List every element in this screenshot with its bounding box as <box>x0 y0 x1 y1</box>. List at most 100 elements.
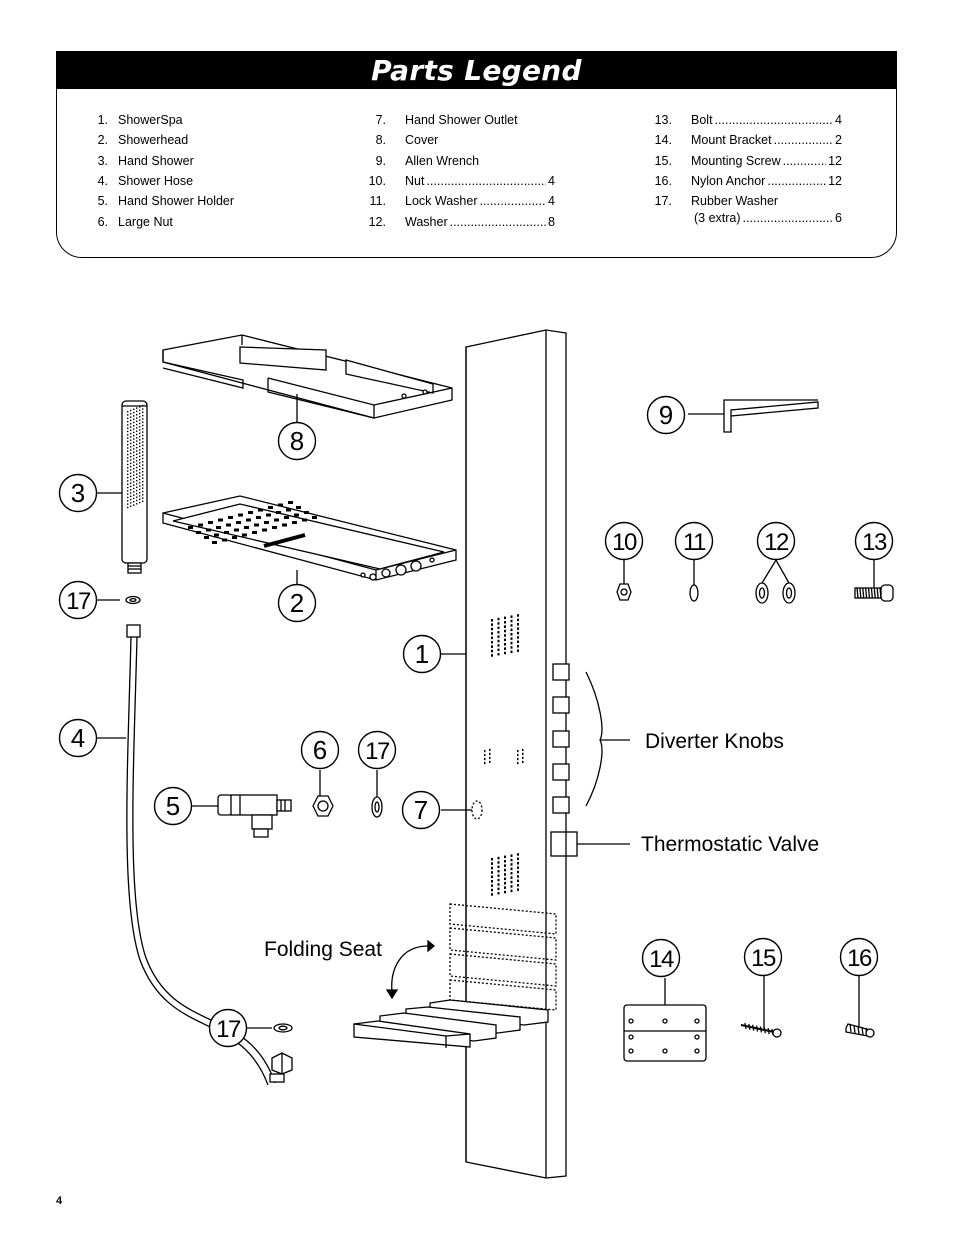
grille-hole <box>522 756 524 759</box>
grille-hole <box>133 461 135 463</box>
showerhead-nozzle <box>304 511 309 514</box>
grille-hole <box>136 414 138 416</box>
svg-text:17: 17 <box>216 1016 241 1043</box>
grille-hole <box>142 421 144 423</box>
grille-hole <box>142 464 144 466</box>
showerhead-nozzle <box>282 523 287 527</box>
grille-hole <box>510 628 513 632</box>
grille-hole <box>136 486 138 488</box>
grille-hole <box>510 872 513 875</box>
grille-hole <box>127 440 129 443</box>
grille-hole <box>517 649 519 652</box>
grille-hole <box>136 463 138 465</box>
grille-hole <box>497 617 500 621</box>
grille-hole <box>133 431 135 434</box>
grille-hole <box>139 465 141 467</box>
grille-hole <box>497 856 500 860</box>
grille-hole <box>510 633 513 636</box>
grille-hole <box>133 464 135 467</box>
grille-hole <box>504 873 506 876</box>
grille-hole <box>510 876 513 879</box>
grille-hole <box>491 641 493 644</box>
showerhead-nozzle <box>196 531 201 534</box>
grille-hole <box>517 618 519 622</box>
svg-text:10: 10 <box>612 529 637 556</box>
grille-hole <box>517 866 519 869</box>
grille-hole <box>139 406 141 408</box>
grille-hole <box>130 452 132 455</box>
grille-hole <box>133 448 135 450</box>
callout-15: 15 <box>743 937 783 977</box>
legend-item-label: Bolt....................................… <box>691 113 842 127</box>
legend-item-number: 7. <box>375 113 386 127</box>
grille-hole <box>133 425 135 427</box>
svg-text:4: 4 <box>71 723 85 753</box>
grille-hole <box>504 890 506 894</box>
grille-hole <box>489 756 491 759</box>
grille-hole <box>497 883 500 886</box>
grille-hole <box>491 884 493 887</box>
legend-item-qty: 4 <box>835 113 842 127</box>
svg-text:2: 2 <box>290 588 304 618</box>
legend-item-number: 14. <box>654 133 672 148</box>
grille-hole <box>130 505 132 507</box>
grille-hole <box>497 648 500 652</box>
grille-hole <box>136 470 138 472</box>
legend-item-label: Washer..................................… <box>405 214 555 229</box>
grille-hole <box>130 469 132 471</box>
shower-hose <box>126 624 293 1086</box>
showerhead-nozzle <box>218 518 223 522</box>
grille-hole <box>136 480 138 482</box>
grille-hole <box>136 496 138 498</box>
grille-hole <box>522 748 524 751</box>
grille-hole <box>133 441 135 443</box>
grille-hole <box>133 487 135 490</box>
grille-hole <box>139 495 141 497</box>
grille-hole <box>139 478 141 481</box>
grille-hole <box>139 429 141 431</box>
svg-text:14: 14 <box>649 946 674 973</box>
legend-title: Parts Legend <box>371 54 582 87</box>
grille-hole <box>127 483 129 485</box>
grille-hole <box>136 420 138 422</box>
showerhead-nozzle <box>238 513 243 517</box>
grille-hole <box>142 494 144 496</box>
legend-item-label: Hand Shower <box>118 153 194 168</box>
grille-hole <box>142 431 144 433</box>
grille-hole <box>127 447 129 449</box>
callout-6: 6 <box>300 730 340 770</box>
callout-12: 12 <box>756 521 796 561</box>
grille-hole <box>136 493 138 495</box>
legend-item-label: Hand Shower Outlet <box>405 113 518 127</box>
grille-hole <box>504 651 506 655</box>
grille-hole <box>130 485 132 488</box>
grille-hole <box>133 471 135 473</box>
grille-hole <box>133 454 135 457</box>
grille-hole <box>127 490 129 492</box>
grille-hole <box>130 479 132 481</box>
grille-hole <box>491 866 493 870</box>
grille-hole <box>139 482 141 484</box>
grille-hole <box>142 454 144 456</box>
showerhead-nozzle <box>276 511 281 514</box>
svg-text:3: 3 <box>71 478 85 508</box>
grille-hole <box>139 432 141 434</box>
grille-hole <box>139 462 141 464</box>
grille-hole <box>127 477 129 479</box>
grille-hole <box>497 887 500 891</box>
showerhead-nozzle <box>222 538 227 542</box>
grille-hole <box>130 489 132 491</box>
showerhead-nozzle <box>312 516 317 519</box>
grille-hole <box>127 500 129 502</box>
shower-panel <box>353 329 578 1179</box>
showerhead-nozzle <box>268 506 273 509</box>
grille-hole <box>127 493 129 495</box>
legend-item-number: 5. <box>97 194 108 209</box>
svg-text:13: 13 <box>862 529 887 556</box>
svg-text:9: 9 <box>659 400 673 430</box>
legend-item-qty: 4 <box>548 173 555 188</box>
grille-hole <box>133 468 135 470</box>
grille-hole <box>130 436 132 438</box>
svg-text:15: 15 <box>751 945 776 972</box>
